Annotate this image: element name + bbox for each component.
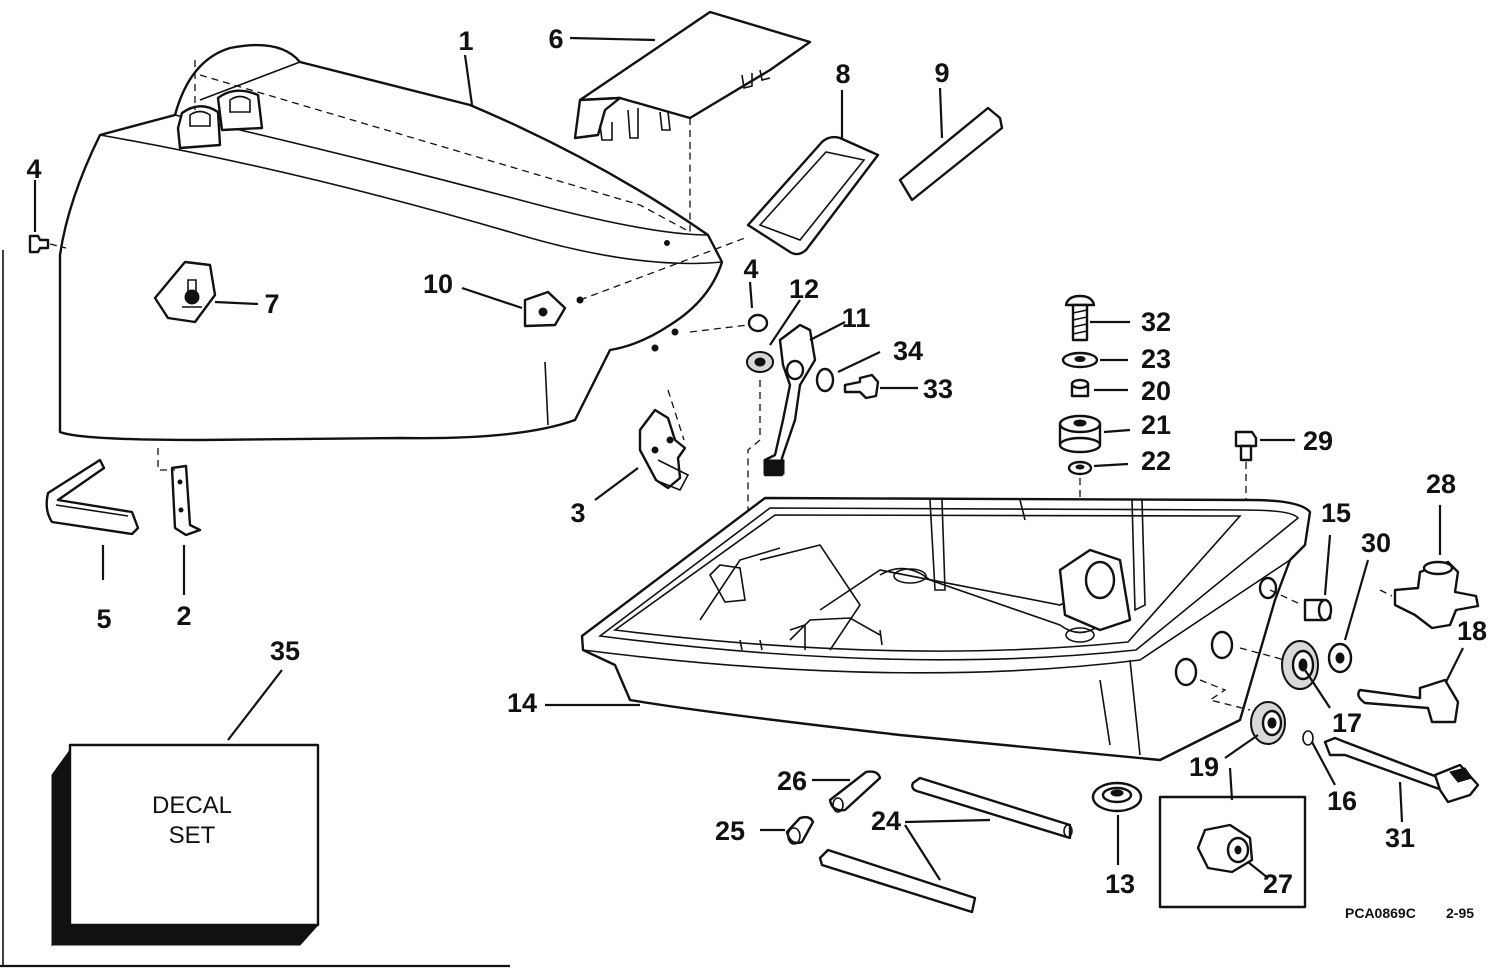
label-19: 19 (1189, 752, 1219, 782)
label-18: 18 (1457, 616, 1487, 646)
upper-motor-cover[interactable] (58, 43, 746, 442)
decal-box-line2: SET (169, 822, 216, 849)
label-32: 32 (1141, 307, 1171, 337)
grommet-21[interactable] (1058, 414, 1102, 454)
screw-4-left[interactable] (28, 234, 67, 254)
label-4-right: 4 (743, 254, 758, 284)
washer-34[interactable] (815, 367, 835, 393)
label-12: 12 (789, 274, 819, 304)
rod-24-upper[interactable] (911, 776, 1073, 840)
part-number-labels: 1 2 3 4 4 5 6 7 8 9 10 11 12 13 14 15 16… (26, 24, 1487, 899)
choke-knob-28[interactable] (1379, 560, 1480, 630)
lower-motor-cover-14[interactable] (580, 496, 1312, 762)
label-15: 15 (1321, 498, 1351, 528)
rod-24-lower[interactable] (818, 848, 977, 914)
grommet-13[interactable] (1091, 781, 1143, 813)
screw-33[interactable] (843, 373, 880, 400)
label-9: 9 (934, 58, 949, 88)
bolt-32[interactable] (1064, 294, 1096, 342)
label-28: 28 (1426, 469, 1456, 499)
decal-set-box-35[interactable]: DECAL SET (50, 743, 320, 947)
label-17: 17 (1332, 708, 1362, 738)
label-31: 31 (1385, 823, 1415, 853)
label-13: 13 (1105, 869, 1135, 899)
label-22: 22 (1141, 446, 1171, 476)
choke-handle-18[interactable] (1357, 678, 1460, 724)
pin-25[interactable] (785, 815, 815, 845)
label-30: 30 (1361, 528, 1391, 558)
washer-23[interactable] (1061, 351, 1099, 369)
pin-15[interactable] (1269, 589, 1333, 622)
label-14: 14 (507, 688, 537, 718)
label-35: 35 (270, 636, 300, 666)
latch-plate-7[interactable] (153, 260, 217, 324)
label-25: 25 (715, 816, 745, 846)
top-panel-6[interactable] (573, 10, 812, 155)
label-21: 21 (1141, 410, 1171, 440)
grommet-19[interactable] (1250, 701, 1286, 745)
decal-strip-9[interactable] (898, 106, 1004, 202)
label-26: 26 (777, 766, 807, 796)
label-2: 2 (176, 601, 191, 631)
label-8: 8 (835, 59, 850, 89)
label-10: 10 (423, 269, 453, 299)
washer-30[interactable] (1327, 642, 1353, 674)
drawing-date: 2-95 (1446, 905, 1474, 921)
label-27: 27 (1263, 869, 1293, 899)
label-4-left: 4 (26, 154, 41, 184)
drawing-code: PCA0869C (1345, 905, 1416, 921)
label-33: 33 (923, 374, 953, 404)
label-5: 5 (96, 604, 111, 634)
label-23: 23 (1141, 344, 1171, 374)
label-7: 7 (264, 289, 279, 319)
decal-box-line1: DECAL (152, 792, 232, 819)
handle-5[interactable] (45, 458, 140, 536)
label-29: 29 (1303, 426, 1333, 456)
label-3: 3 (570, 498, 585, 528)
screw-4-right[interactable] (651, 313, 769, 352)
pin-26[interactable] (828, 770, 882, 813)
clip-16[interactable] (1302, 730, 1314, 746)
bracket-10[interactable] (523, 290, 567, 328)
handle-rod-31[interactable] (1323, 736, 1480, 804)
spacer-20[interactable] (1070, 378, 1090, 398)
bracket-2[interactable] (157, 448, 202, 537)
label-6: 6 (548, 24, 563, 54)
label-34: 34 (893, 336, 923, 366)
label-20: 20 (1141, 376, 1171, 406)
grille-frame-8[interactable] (746, 135, 880, 256)
latch-lever-3[interactable] (638, 389, 690, 492)
label-11: 11 (842, 303, 871, 333)
label-24: 24 (871, 806, 901, 836)
label-16: 16 (1327, 786, 1357, 816)
leader-lines (33, 36, 1464, 881)
bushing-12[interactable] (746, 351, 774, 373)
label-1: 1 (458, 26, 473, 56)
